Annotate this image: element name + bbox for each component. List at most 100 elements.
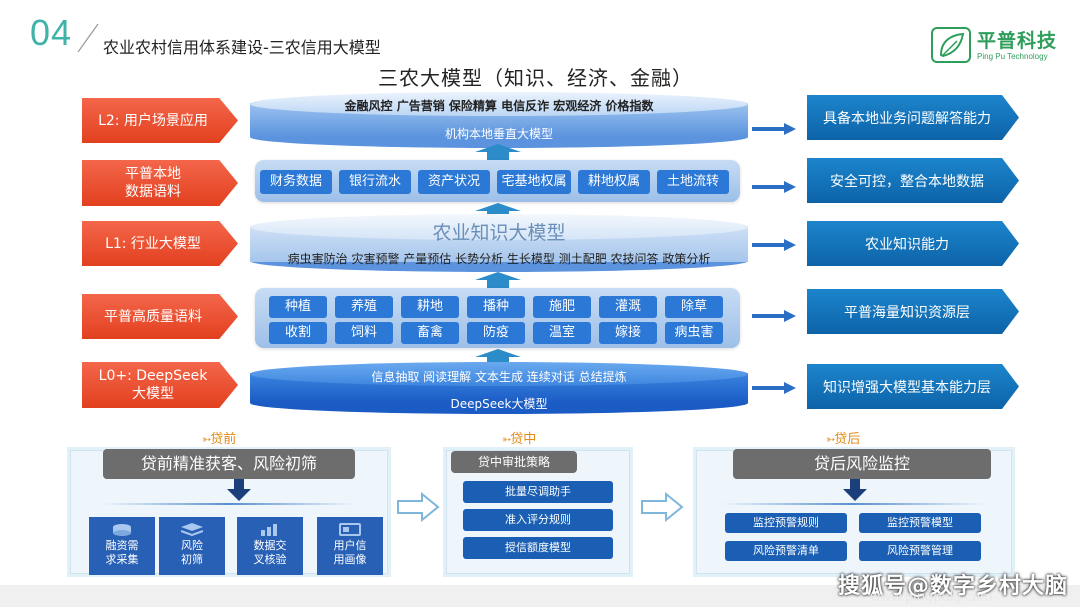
- page-number: 04: [30, 12, 73, 53]
- local-data-chip: 土地流转: [657, 170, 729, 194]
- divider: [721, 503, 985, 505]
- left-label-text: L2: 用户场景应用: [98, 112, 208, 129]
- left-label-text: 平普高质量语料: [104, 308, 202, 325]
- post-loan-item: 监控预警规则: [725, 513, 847, 533]
- stage-tag-post: ➳贷后: [826, 428, 860, 447]
- pre-loan-tile: 数据交 叉核验: [237, 517, 303, 575]
- corpus-chip: 播种: [467, 296, 525, 318]
- local-data-chip: 耕地权属: [578, 170, 650, 194]
- arrow-up-icon: [475, 203, 521, 219]
- post-loan-item: 风险预警清单: [725, 541, 847, 561]
- page-title: 农业农村信用体系建设-三农信用大模型: [103, 38, 381, 57]
- right-label-text: 知识增强大模型基本能力层: [823, 379, 991, 396]
- pre-loan-tile-label: 用户信 用画像: [333, 539, 367, 566]
- mid-loan-item: 授信额度模型: [463, 537, 613, 559]
- right-label-text: 具备本地业务问题解答能力: [823, 110, 991, 127]
- l2-model-name: 机构本地垂直大模型: [444, 127, 553, 141]
- post-loan-header: 贷后风险监控: [733, 449, 991, 479]
- logo-subtitle: Ping Pu Technology: [977, 52, 1048, 61]
- corpus-chip: 病虫害: [665, 322, 723, 344]
- post-loan-item: 风险预警管理: [859, 541, 981, 561]
- corpus-chip: 温室: [533, 322, 591, 344]
- mid-loan-item: 准入评分规则: [463, 509, 613, 531]
- arrow-up-icon: [475, 349, 521, 365]
- right-label-text: 安全可控，整合本地数据: [830, 173, 984, 190]
- l0-model-name: DeepSeek大模型: [450, 397, 548, 411]
- mid-loan-header: 贷中审批策略: [451, 451, 577, 473]
- corpus-chip: 施肥: [533, 296, 591, 318]
- pre-loan-panel: 贷前精准获客、风险初筛 融资需 求采集 风险 初筛 数据交 叉核验 用户信 用画像: [70, 449, 388, 575]
- left-label-text: L0+: DeepSeek 大模型: [98, 368, 208, 402]
- mid-loan-item: 批量尽调助手: [463, 481, 613, 503]
- left-label-l0: L0+: DeepSeek 大模型: [82, 362, 238, 408]
- watermark: 搜狐号@数字乡村大脑: [838, 574, 1069, 599]
- pre-loan-tile-label: 融资需 求采集: [105, 539, 139, 566]
- hollow-arrow-right-icon: [397, 492, 440, 522]
- hollow-arrow-right-icon: [641, 492, 684, 522]
- left-label-text: L1: 行业大模型: [105, 235, 201, 252]
- post-loan-item: 监控预警模型: [859, 513, 981, 533]
- left-label-corpus: 平普高质量语料: [82, 294, 238, 339]
- pre-loan-tile-label: 数据交 叉核验: [253, 539, 287, 566]
- corpus-chip: 收割: [269, 322, 327, 344]
- right-label-local-data: 安全可控，整合本地数据: [807, 158, 1019, 203]
- l2-cylinder: 金融风控 广告营销 保险精算 电信反诈 宏观经济 价格指数 机构本地垂直大模型: [250, 92, 748, 148]
- left-label-l1: L1: 行业大模型: [82, 221, 238, 266]
- arrow-icon: ➳: [826, 433, 835, 446]
- left-label-local-data: 平普本地 数据语料: [82, 160, 238, 206]
- l0-cylinder: 信息抽取 阅读理解 文本生成 连续对话 总结提炼 DeepSeek大模型: [250, 362, 748, 414]
- arrow-icon: ➳: [202, 433, 211, 446]
- bar-chart-icon: [261, 524, 277, 536]
- layers-icon: [181, 523, 203, 536]
- arrow-right-icon: [752, 310, 796, 322]
- local-data-chip: 资产状况: [418, 170, 490, 194]
- corpus-chip: 饲料: [335, 322, 393, 344]
- stage-tag-text: 贷后: [834, 432, 861, 447]
- corpus-chip: 灌溉: [599, 296, 657, 318]
- divider: [103, 503, 355, 505]
- slash-divider: [77, 23, 99, 53]
- logo-icon: [931, 27, 971, 63]
- right-label-corpus: 平普海量知识资源层: [807, 289, 1019, 334]
- left-label-l2: L2: 用户场景应用: [82, 98, 238, 143]
- corpus-chip: 耕地: [401, 296, 459, 318]
- right-label-l0: 知识增强大模型基本能力层: [807, 364, 1019, 409]
- right-label-text: 平普海量知识资源层: [844, 304, 970, 321]
- stage-tag-pre: ➳贷前: [202, 428, 236, 447]
- logo-name: 平普科技: [977, 30, 1058, 52]
- corpus-chip: 畜禽: [401, 322, 459, 344]
- arrow-right-icon: [752, 181, 796, 193]
- stage-tag-mid: ➳贷中: [502, 428, 536, 447]
- arrow-right-icon: [752, 382, 796, 394]
- watermark-url: www.pingpukj.com: [870, 590, 993, 605]
- mid-loan-panel: 贷中审批策略 批量尽调助手准入评分规则授信额度模型: [446, 450, 630, 574]
- arrow-right-icon: [752, 239, 796, 251]
- local-data-chip: 财务数据: [260, 170, 332, 194]
- pre-loan-tile-label: 风险 初筛: [181, 539, 203, 566]
- corpus-chip: 除草: [665, 296, 723, 318]
- arrow-right-icon: [752, 123, 796, 135]
- l2-scenarios: 金融风控 广告营销 保险精算 电信反诈 宏观经济 价格指数: [344, 99, 654, 113]
- l1-capabilities: 病虫害防治 灾害预警 产量预估 长势分析 生长模型 测土配肥 农技问答 政策分析: [287, 252, 711, 266]
- arrow-up-icon: [475, 272, 521, 288]
- leaf-icon: [939, 32, 965, 58]
- local-data-chip: 银行流水: [339, 170, 411, 194]
- stage-tag-text: 贷前: [210, 432, 237, 447]
- right-label-l2: 具备本地业务问题解答能力: [807, 95, 1019, 140]
- l1-cylinder: 农业知识大模型 病虫害防治 灾害预警 产量预估 长势分析 生长模型 测土配肥 农…: [250, 214, 748, 272]
- pre-loan-tile: 风险 初筛: [159, 517, 225, 575]
- footer-bar: [0, 585, 1080, 607]
- coins-icon: [113, 524, 131, 536]
- corpus-chip: 嫁接: [599, 322, 657, 344]
- pre-loan-tile: 用户信 用画像: [317, 517, 383, 575]
- corpus-chip: 养殖: [335, 296, 393, 318]
- corpus-chip: 种植: [269, 296, 327, 318]
- arrow-icon: ➳: [502, 433, 511, 446]
- l1-model-title: 农业知识大模型: [432, 222, 566, 244]
- stage-tag-text: 贷中: [510, 432, 537, 447]
- local-data-chip: 宅基地权属: [497, 170, 571, 194]
- corpus-chip: 防疫: [467, 322, 525, 344]
- pre-loan-header: 贷前精准获客、风险初筛: [103, 449, 355, 479]
- id-card-icon: [339, 523, 361, 536]
- right-label-text: 农业知识能力: [865, 236, 949, 253]
